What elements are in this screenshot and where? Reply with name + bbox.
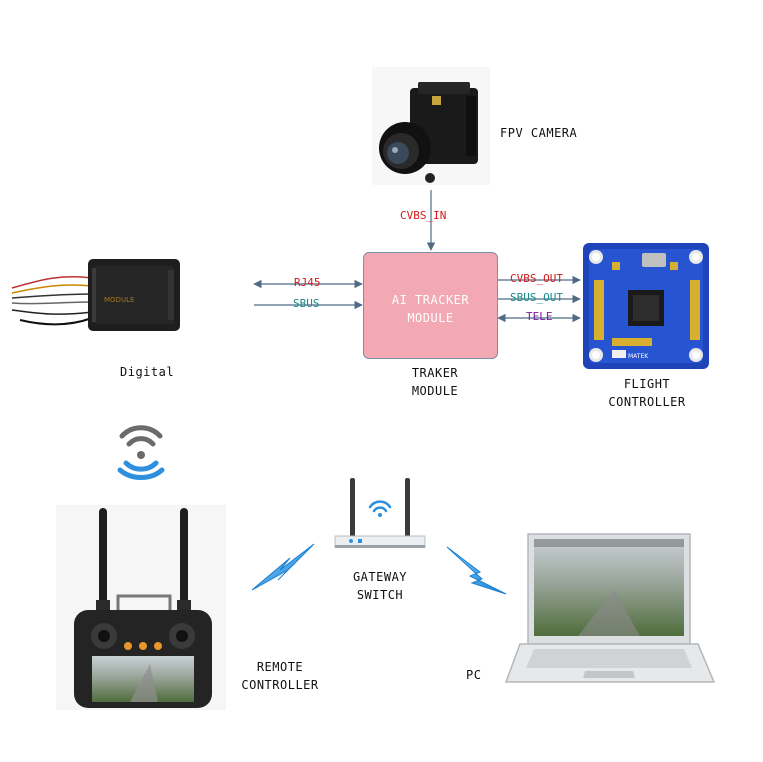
lightning-icon-right <box>446 546 507 595</box>
remote-controller-label: REMOTE CONTROLLER <box>232 658 328 694</box>
cvbs-out-label: CVBS_OUT <box>510 272 563 285</box>
remote-controller-image <box>56 505 226 710</box>
tracker-title-line1: AI TRACKER <box>391 293 470 307</box>
sbus-out-label: SBUS_OUT <box>510 291 563 304</box>
tracker-caption: TRAKER MODULE <box>395 364 475 400</box>
flight-controller-label: FLIGHT CONTROLLER <box>592 375 702 411</box>
flight-controller-image: MATEK <box>583 243 709 369</box>
lightning-icon-left <box>251 543 315 591</box>
flight-controller-line1: FLIGHT <box>623 377 671 391</box>
wifi-icon <box>117 425 165 480</box>
remote-line2: CONTROLLER <box>241 678 319 692</box>
tracker-caption-line2: MODULE <box>411 384 459 398</box>
tele-label: TELE <box>526 310 553 323</box>
svg-text:MATEK: MATEK <box>628 353 649 360</box>
cvbs-in-label: CVBS_IN <box>400 209 447 222</box>
gateway-line2: SWITCH <box>356 588 404 602</box>
svg-text:MODULE: MODULE <box>104 296 134 304</box>
digital-module-image: MODULE <box>11 259 180 331</box>
gateway-router-image <box>334 478 426 548</box>
remote-line1: REMOTE <box>256 660 304 674</box>
laptop-pc-image <box>504 533 716 683</box>
tracker-caption-line1: TRAKER <box>411 366 459 380</box>
gateway-line1: GATEWAY <box>352 570 408 584</box>
ai-tracker-module-box: AI TRACKER MODULE <box>363 252 498 359</box>
pc-label: PC <box>466 668 482 682</box>
flight-controller-line2: CONTROLLER <box>608 395 686 409</box>
fpv-camera-image <box>372 67 490 185</box>
digital-label: Digital <box>120 365 175 379</box>
gateway-switch-label: GATEWAY SWITCH <box>335 568 425 604</box>
fpv-camera-label: FPV CAMERA <box>500 126 578 140</box>
sbus-label: SBUS <box>293 297 320 310</box>
tracker-title-line2: MODULE <box>407 311 454 325</box>
rj45-label: RJ45 <box>294 276 321 289</box>
